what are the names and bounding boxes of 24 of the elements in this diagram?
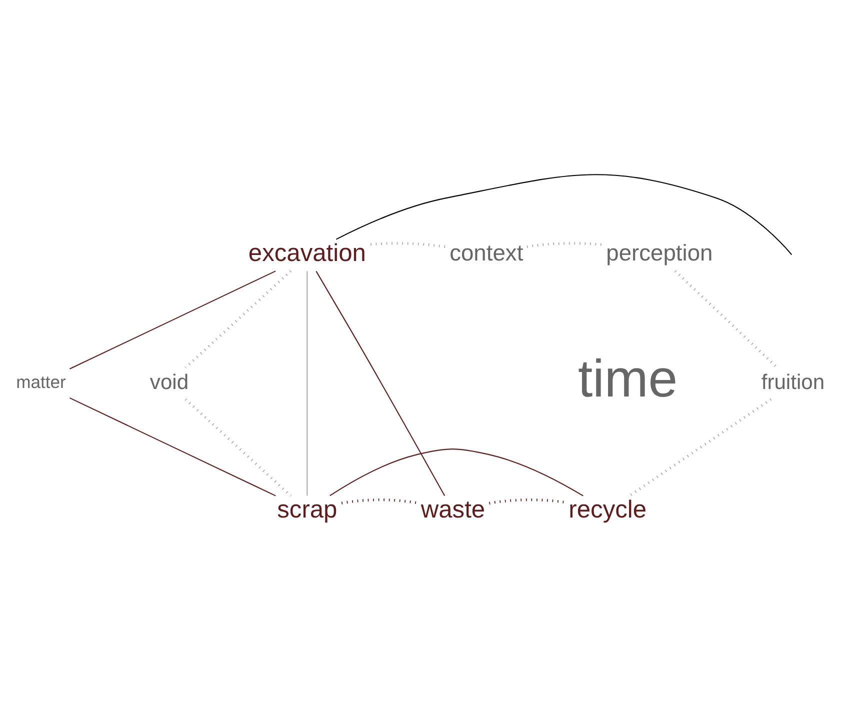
node-text: recycle <box>568 496 647 524</box>
connector <box>628 398 772 497</box>
node-text: waste <box>420 496 486 524</box>
connector <box>184 270 292 369</box>
connector <box>330 448 584 496</box>
connector <box>526 242 603 248</box>
node-text: scrap <box>277 496 338 524</box>
node-text: excavation <box>248 240 366 268</box>
connector <box>306 271 308 496</box>
connector <box>70 397 276 496</box>
node-text: void <box>150 370 189 394</box>
connector <box>336 174 792 256</box>
node-text: fruition <box>761 370 825 394</box>
node-text: time <box>578 350 678 409</box>
node-text: context <box>450 240 524 266</box>
connector <box>370 242 446 248</box>
connector <box>69 270 276 370</box>
connector <box>489 498 565 504</box>
connector <box>316 270 446 496</box>
connector <box>674 270 778 369</box>
node-text: perception <box>606 240 713 266</box>
node-text: matter <box>16 372 66 392</box>
connector <box>341 498 418 504</box>
connector <box>184 398 292 497</box>
